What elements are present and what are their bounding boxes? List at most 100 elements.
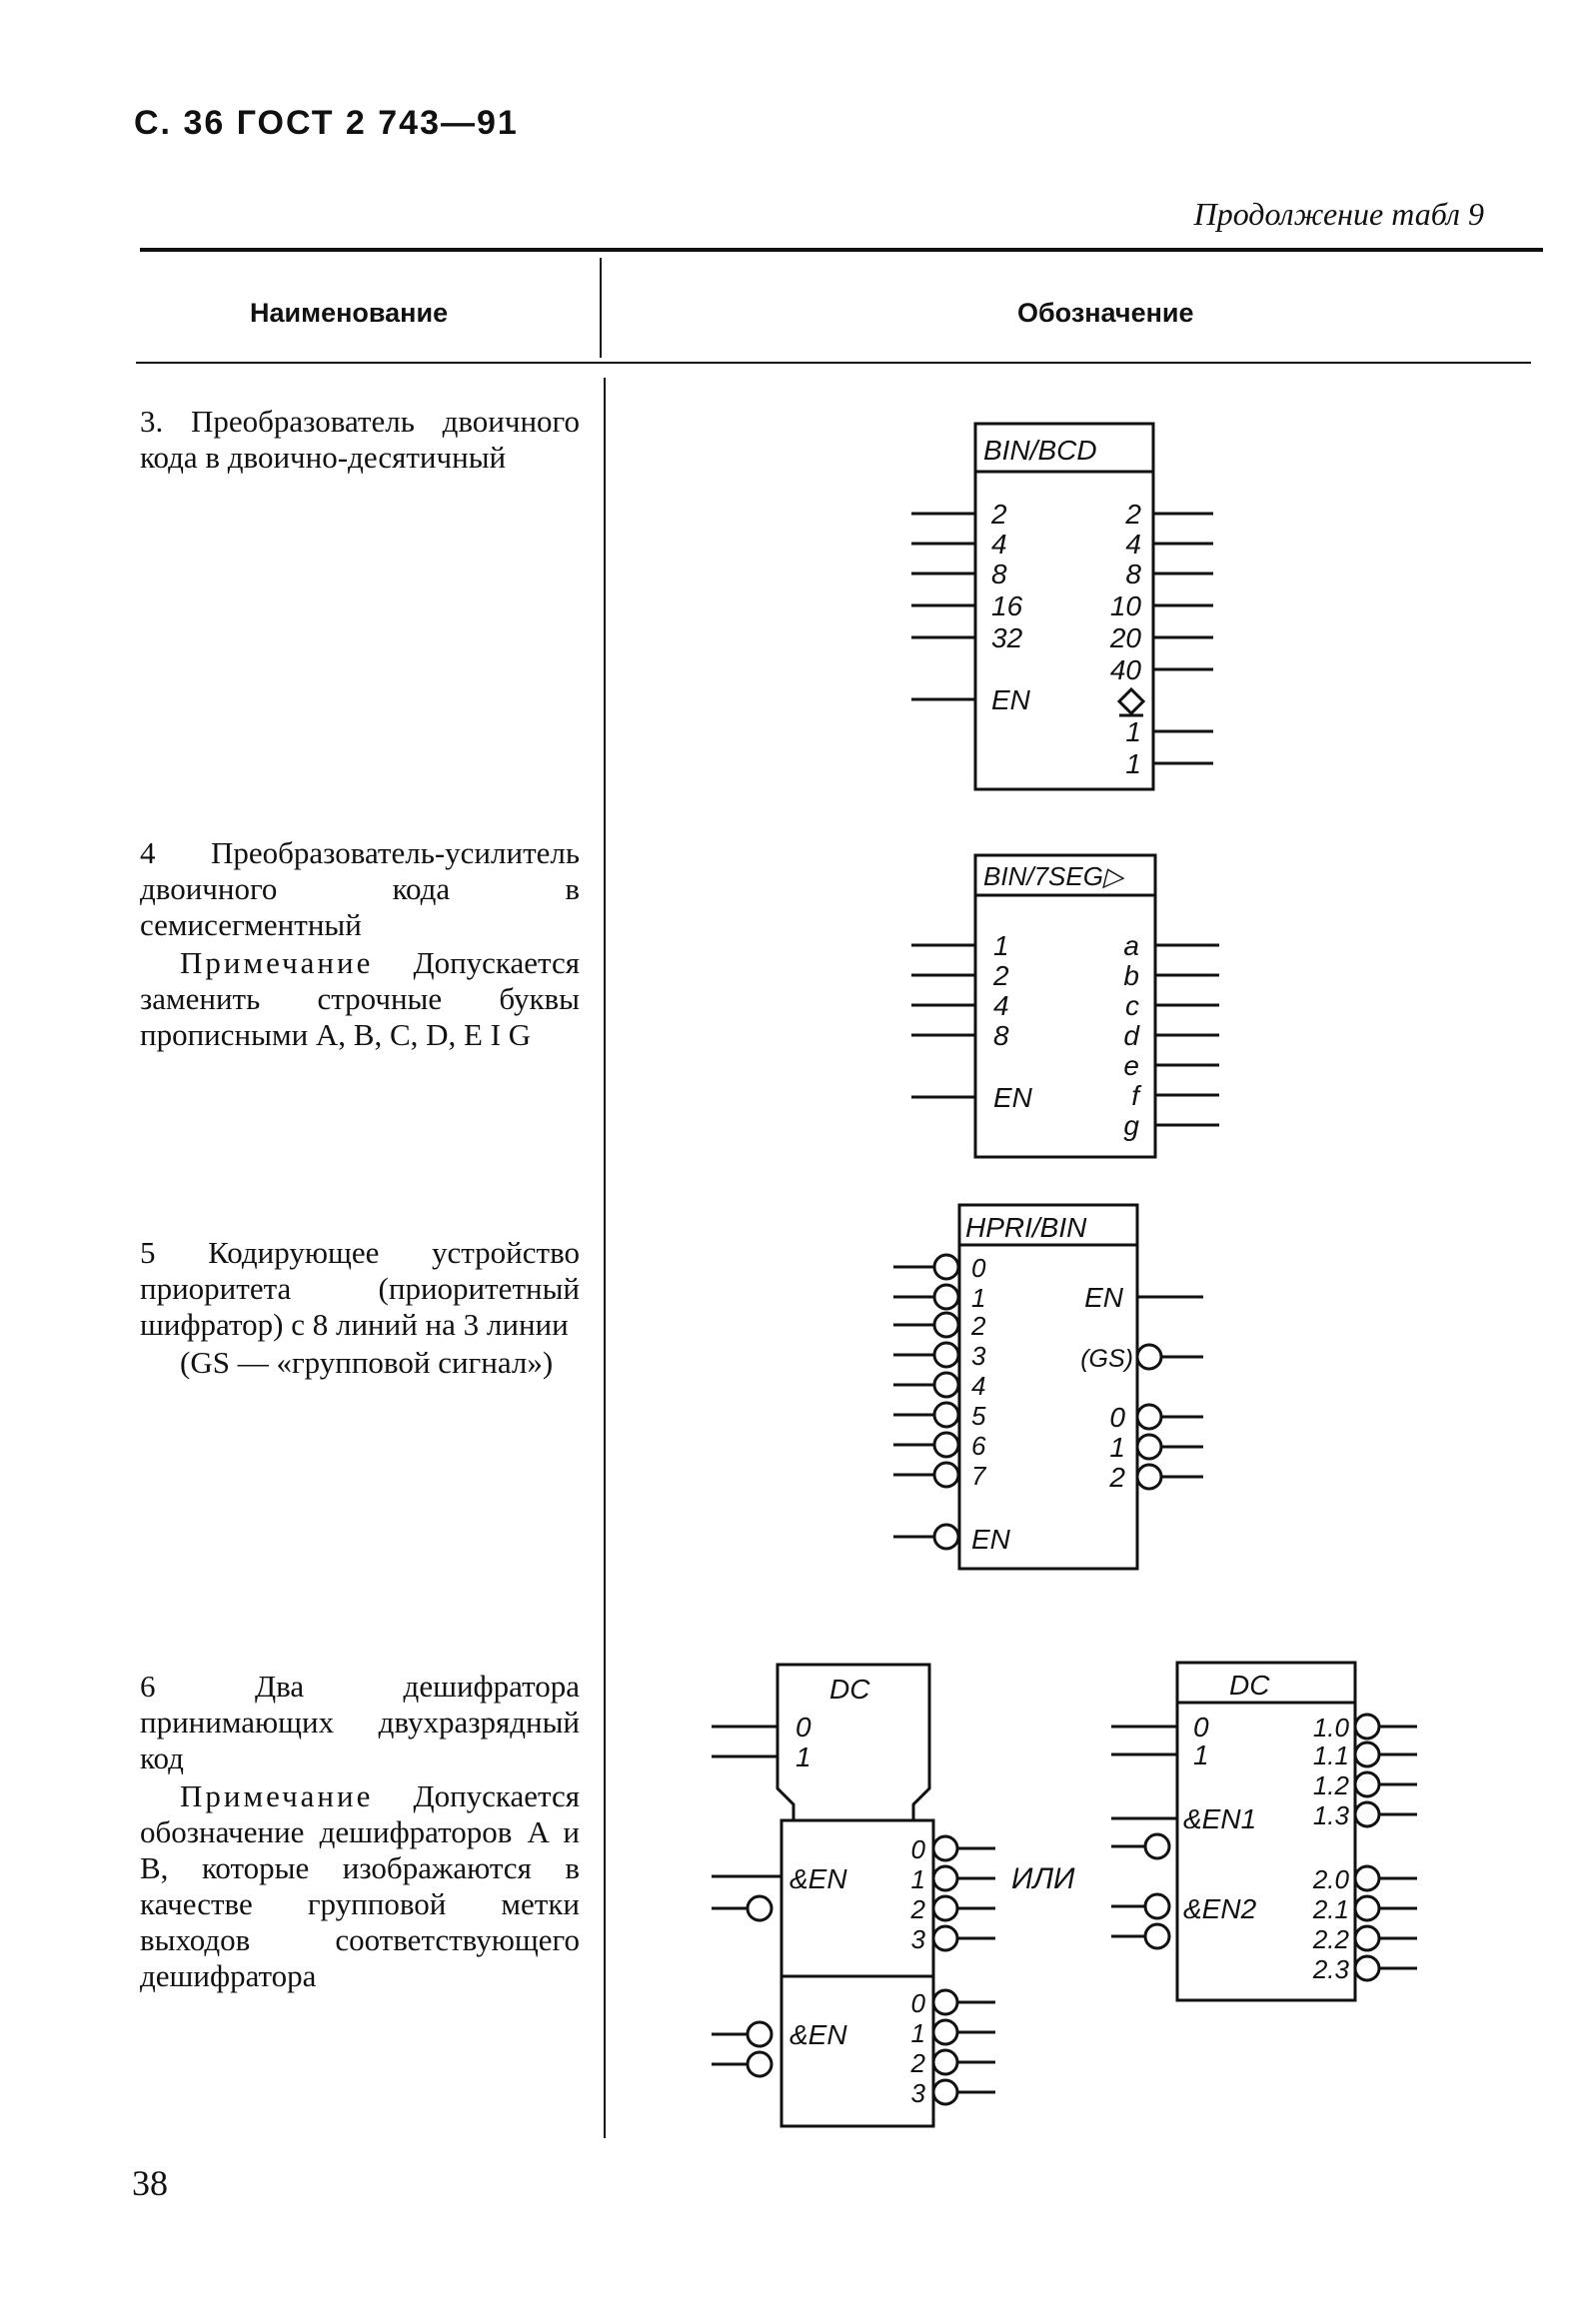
dc-block-a-output-1: 1 (911, 1864, 925, 1894)
bin-7seg-output-f: f (1131, 1080, 1142, 1111)
note-label: Примечание (180, 1778, 374, 1813)
hpri-bin-inversion-circles (932, 1253, 1163, 1551)
dc-single-block (1175, 1661, 1357, 2002)
entry-text: 6 Два дешифратора принимающих двухразряд… (140, 1669, 580, 1775)
dc-block-b (780, 1974, 935, 2128)
hpri-bin-output-2: 2 (1108, 1462, 1125, 1493)
dc-block-b-label: &EN (789, 2019, 847, 2050)
table-continuation-label: Продолжение табл 9 (1193, 196, 1484, 232)
dc-single-output-2-1: 2.1 (1312, 1894, 1349, 1924)
bin-bcd-open-output-icon (1116, 686, 1146, 717)
bin-bcd-input-8: 8 (991, 559, 1007, 589)
dc-common-input-lines (712, 1725, 778, 1758)
bin-bcd-output-2: 2 (1124, 499, 1141, 530)
entry-priority-encoder: 5 Кодирующее устройство приоритета (прио… (140, 1235, 580, 1381)
bin-bcd-output-10: 10 (1110, 590, 1142, 621)
entry-text: 4 Преобразователь-усилитель двоичного ко… (140, 835, 580, 942)
bin-7seg-output-b: b (1123, 960, 1139, 991)
entry-text: 3. Преобразователь двоичного кода в двои… (140, 404, 580, 475)
dc-single-output-1-3: 1.3 (1313, 1800, 1350, 1830)
entry-text: 5 Кодирующее устройство приоритета (прио… (140, 1235, 580, 1342)
entry-note: (GS — «групповой сигнал») (180, 1345, 554, 1380)
dc-block-b-output-0: 0 (911, 1988, 926, 2018)
dc-single-output-2-3: 2.3 (1312, 1954, 1350, 1984)
dc-common-input-0: 0 (795, 1712, 811, 1743)
note-text: Допускается заменить строчные буквы проп… (140, 945, 580, 1052)
hpri-bin-input-lines (893, 1265, 933, 1539)
bin-7seg-input-lines (911, 943, 975, 1099)
dc-common-title: DC (829, 1674, 870, 1705)
dc-single-input-1: 1 (1193, 1740, 1209, 1770)
bin-7seg-input-8: 8 (993, 1020, 1009, 1051)
hpri-bin-output-lines (1137, 1295, 1203, 1479)
bin-7seg-output-g: g (1123, 1110, 1139, 1141)
bin-7seg-input-1: 1 (993, 930, 1009, 961)
bin-bcd-input-en: EN (991, 684, 1031, 715)
entry-two-decoders: 6 Два дешифратора принимающих двухразряд… (140, 1669, 580, 1994)
dc-pair-inversion-circles (746, 1834, 959, 2106)
note-label: Примечание (180, 945, 374, 980)
dc-block-a-output-3: 3 (911, 1924, 926, 1954)
column-header-symbol: Обозначение (1017, 298, 1194, 328)
hpri-bin-input-en: EN (971, 1524, 1011, 1555)
table-header-rule (136, 362, 1531, 364)
dc-single-output-1-1: 1.1 (1313, 1741, 1349, 1770)
bin-bcd-output-lines (1153, 512, 1213, 765)
dc-single-input-lines (1111, 1725, 1177, 1938)
bin-7seg-title: BIN/7SEG▷ (983, 861, 1125, 891)
bin-7seg-output-e: e (1123, 1050, 1139, 1081)
bin-bcd-output-8: 8 (1125, 559, 1141, 589)
bin-bcd-input-lines (911, 512, 975, 701)
dc-single-output-lines (1379, 1725, 1417, 1970)
dc-single-input-0: 0 (1193, 1712, 1209, 1743)
bin-7seg-input-4: 4 (993, 990, 1009, 1021)
hpri-bin-input-7: 7 (971, 1461, 987, 1491)
hpri-bin-output-en: EN (1084, 1282, 1124, 1313)
hpri-bin-input-6: 6 (971, 1431, 986, 1461)
dc-single-en1: &EN1 (1183, 1803, 1256, 1834)
entry-note: Примечание Допускается заменить строчные… (140, 945, 580, 1053)
or-separator: ИЛИ (1011, 1862, 1075, 1895)
bin-bcd-input-32: 32 (991, 622, 1023, 653)
hpri-bin-output-0: 0 (1109, 1402, 1125, 1433)
hpri-bin-input-4: 4 (971, 1371, 985, 1401)
dc-block-b-output-1: 1 (911, 2018, 925, 2048)
bin-bcd-output-4: 4 (1125, 529, 1141, 560)
hpri-bin-input-3: 3 (971, 1341, 986, 1371)
hpri-bin-title: HPRI/BIN (965, 1212, 1087, 1243)
column-header-name: Наименование (250, 298, 449, 328)
dc-block-b-output-2: 2 (910, 2048, 926, 2078)
bin-7seg-output-d: d (1123, 1020, 1140, 1051)
hpri-bin-input-2: 2 (970, 1311, 986, 1341)
dc-single-output-2-2: 2.2 (1312, 1924, 1350, 1954)
dc-single-output-1-2: 1.2 (1313, 1770, 1350, 1800)
hpri-bin-output-gs: (GS) (1080, 1345, 1133, 1373)
note-text: Допускается обозначение дешифраторов A и… (140, 1778, 580, 1993)
dc-block-b-input-lines (712, 2032, 748, 2066)
dc-common-input-1: 1 (795, 1742, 811, 1772)
entry-bin-7seg: 4 Преобразователь-усилитель двоичного ко… (140, 835, 580, 1053)
hpri-bin-input-1: 1 (971, 1283, 985, 1313)
bin-bcd-output-40: 40 (1110, 654, 1142, 685)
bin-7seg-output-a: a (1123, 930, 1139, 961)
dc-block-b-output-3: 3 (911, 2078, 926, 2108)
entry-bin-bcd: 3. Преобразователь двоичного кода в двои… (140, 404, 580, 476)
column-divider-header (600, 258, 602, 358)
table-top-rule (140, 248, 1543, 252)
entry-note: Примечание Допускается обозначение дешиф… (140, 1778, 580, 1994)
dc-pair-output-lines (957, 1846, 995, 2094)
bin-bcd-input-2: 2 (990, 499, 1007, 530)
dc-single-output-2-0: 2.0 (1312, 1864, 1350, 1894)
bin-bcd-input-4: 4 (991, 529, 1007, 560)
hpri-bin-output-1: 1 (1109, 1432, 1125, 1463)
column-divider-body (604, 378, 606, 2138)
bin-bcd-output-20: 20 (1109, 622, 1142, 653)
dc-single-title: DC (1229, 1670, 1270, 1701)
dc-block-a-output-2: 2 (910, 1894, 926, 1924)
bin-7seg-input-2: 2 (992, 960, 1009, 991)
dc-block-a-input-lines (712, 1874, 782, 1910)
dc-single-en2: &EN2 (1183, 1893, 1257, 1924)
bin-bcd-output-1a: 1 (1125, 716, 1141, 747)
dc-block-a-label: &EN (789, 1863, 847, 1894)
